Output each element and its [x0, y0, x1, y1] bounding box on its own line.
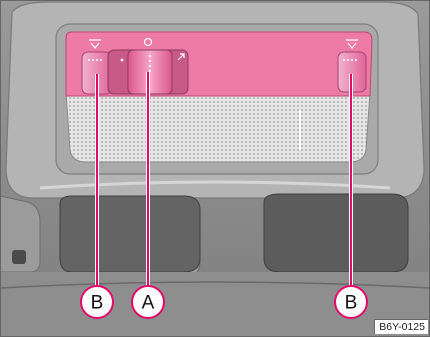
rocker-left-dot: [121, 59, 124, 62]
callout-label: B: [91, 293, 104, 314]
right-visor: [264, 194, 408, 272]
left-clip: [12, 250, 26, 264]
figure-code: B6Y-0125: [374, 319, 428, 334]
callout-label: B: [345, 293, 358, 314]
diffuser-lens: [66, 92, 370, 162]
callout-label: A: [142, 293, 155, 314]
left-visor: [60, 196, 200, 272]
